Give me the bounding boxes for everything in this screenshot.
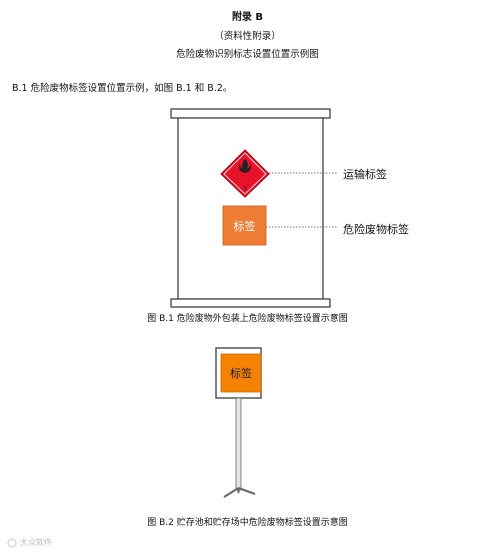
- diamond-shape: [220, 149, 270, 198]
- document-title: 危险废物识别标志设置位置示例图: [176, 49, 319, 60]
- hazard-waste-label-text: 危险废物标签: [343, 223, 409, 236]
- figure-b2-caption: 图 B.2 贮存池和贮存场中危险废物标签设置示意图: [147, 518, 348, 528]
- package-bottom-bar: [170, 298, 331, 308]
- stand-sign-illustration: [215, 347, 262, 498]
- hazard-waste-tag-text: 标签: [233, 219, 256, 233]
- watermark-text: 大众软件: [20, 538, 52, 547]
- appendix-subtitle: （资料性附录）: [214, 31, 281, 42]
- watermark-logo-icon: [7, 538, 17, 548]
- figure-b1-caption: 图 B.1 危险废物外包装上危险废物标签设置示意图: [147, 314, 348, 324]
- flame-icon: [239, 159, 251, 173]
- sign-base-leg-left: [223, 487, 240, 498]
- hazard-waste-tag: [222, 205, 267, 246]
- intro-paragraph: B.1 危险废物标签设置位置示例，如图 B.1 和 B.2。: [12, 83, 233, 94]
- diamond-inner-border: [223, 152, 267, 195]
- transport-diamond-label: 3: [220, 149, 270, 198]
- appendix-title: 附录 B: [231, 12, 264, 23]
- stand-tag-text: 标签: [230, 367, 252, 380]
- stand-tag: [220, 353, 262, 393]
- package-top-bar: [170, 108, 331, 119]
- sign-pole: [235, 397, 242, 491]
- diamond-class-number: 3: [243, 186, 246, 192]
- transport-label-text: 运输标签: [343, 168, 387, 181]
- sign-base-leg-right: [238, 487, 256, 495]
